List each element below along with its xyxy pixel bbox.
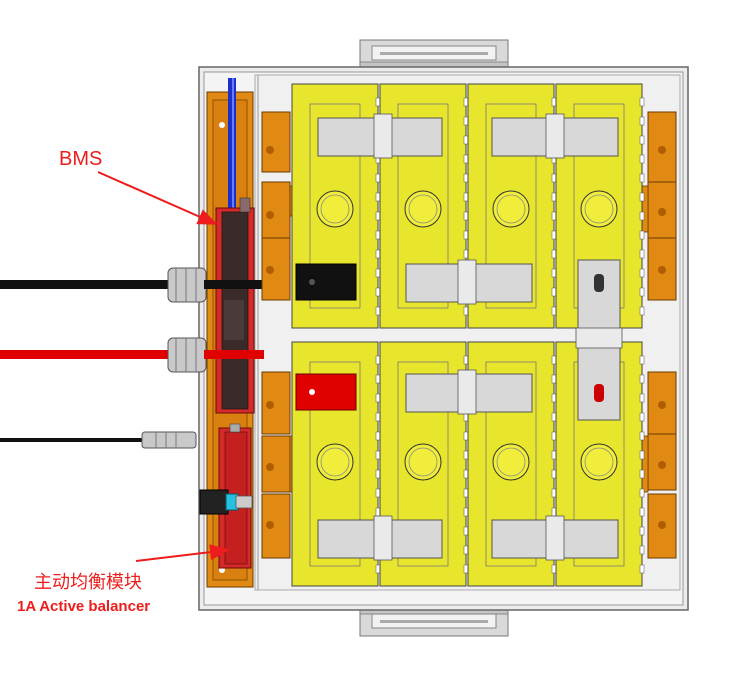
- active-balancer-label-english: 1A Active balancer: [17, 598, 151, 615]
- cell-vent: [580, 443, 618, 481]
- blue-wire: [228, 78, 236, 214]
- bottom-handle: [359, 607, 509, 637]
- balancer-pointer-arrow: [135, 544, 230, 562]
- top-handle: [359, 39, 509, 69]
- cell-vent: [404, 190, 442, 228]
- communication-cable: [0, 431, 197, 449]
- port-connector: [199, 489, 253, 515]
- bms-pointer-arrow: [97, 171, 218, 225]
- positive-cable: [0, 337, 264, 373]
- cell-vent: [492, 443, 530, 481]
- bms-label: BMS: [59, 148, 103, 170]
- cell-vent: [316, 443, 354, 481]
- right-busbars: [631, 111, 677, 559]
- negative-terminal: [295, 263, 357, 301]
- cell-vent: [404, 443, 442, 481]
- busbar-plates: [317, 113, 623, 561]
- positive-terminal: [295, 373, 357, 411]
- cell-vent: [316, 190, 354, 228]
- cell-vent: [492, 190, 530, 228]
- cell-vent: [580, 190, 618, 228]
- negative-cable: [0, 267, 274, 303]
- active-balancer-label-chinese: 主动均衡模块: [34, 572, 142, 593]
- bms-board: [215, 197, 255, 414]
